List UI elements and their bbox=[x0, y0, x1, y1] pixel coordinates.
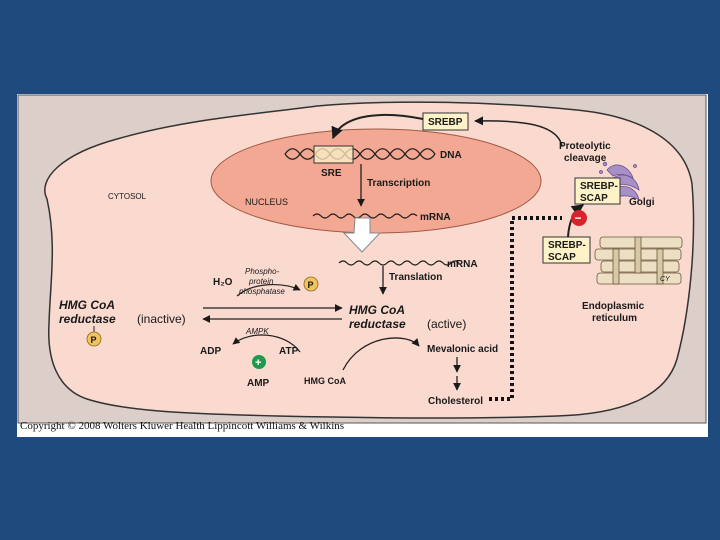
srebp-box-top bbox=[422, 112, 469, 131]
hmg-coa-to-mevalonate-arrow bbox=[342, 337, 420, 371]
srebp-release-arrow bbox=[474, 116, 563, 147]
srebp-scap-golgi-box bbox=[574, 177, 621, 205]
mrna-nucleus-wave bbox=[312, 213, 418, 219]
hmg-inactive-label-1: HMG CoA bbox=[59, 298, 115, 312]
inhibition-badge bbox=[571, 210, 587, 226]
mrna-nucleus-label: mRNA bbox=[420, 212, 451, 223]
phosphate-badge-top bbox=[303, 276, 319, 292]
phosphatase-label-3: phosphatase bbox=[238, 287, 285, 296]
atp-label: ATP bbox=[279, 346, 299, 357]
dna-label: DNA bbox=[440, 150, 462, 161]
nucleus-label: NUCLEUS bbox=[245, 197, 288, 207]
er-label-1: Endoplasmic bbox=[582, 301, 645, 312]
phosphatase-label-1: Phospho- bbox=[245, 267, 280, 276]
golgi-label: Golgi bbox=[629, 197, 655, 208]
cytosol-label: CYTOSOL bbox=[108, 192, 147, 201]
mrna-cytosol-label: mRNA bbox=[447, 259, 478, 270]
sre-box bbox=[313, 145, 354, 164]
ampk-arrow bbox=[232, 334, 301, 353]
srebp-scap-golgi-label-2: SCAP bbox=[580, 193, 608, 204]
plus-sign: + bbox=[255, 357, 261, 369]
srebp-scap-er-box bbox=[542, 236, 591, 264]
activation-badge bbox=[252, 355, 266, 369]
phosphate-badge-left bbox=[86, 331, 102, 347]
ampk-label: AMPK bbox=[245, 327, 269, 336]
srebp-top-label: SREBP bbox=[428, 117, 463, 128]
copyright-notice: Copyright © 2008 Wolters Kluwer Health L… bbox=[20, 420, 345, 432]
export-arrow bbox=[342, 217, 382, 253]
srebp-to-dna-arrow bbox=[331, 114, 424, 140]
srebp-scap-er-label-1: SREBP- bbox=[548, 240, 586, 251]
phosphate-badge-left-label: P bbox=[91, 335, 97, 345]
phosphatase-label-2: protein bbox=[248, 277, 274, 286]
hmg-active-label-2: reductase bbox=[349, 317, 406, 331]
cholesterol-regulation-diagram: DNA SRE Transcription NUCLEUS mRNA CYTOS… bbox=[17, 94, 707, 424]
er-tag: CY bbox=[660, 276, 671, 283]
srebp-scap-golgi-label-1: SREBP- bbox=[580, 181, 618, 192]
hmg-active-label-1: HMG CoA bbox=[349, 303, 405, 317]
hmg-inactive-label-2: reductase bbox=[59, 312, 116, 326]
cholesterol-feedback-line bbox=[489, 216, 562, 401]
amp-label: AMP bbox=[247, 378, 270, 389]
mrna-cytosol-wave bbox=[338, 260, 460, 266]
minus-sign: − bbox=[575, 211, 582, 225]
phosphate-badge-top-label: P bbox=[308, 280, 314, 290]
active-label: (active) bbox=[427, 317, 466, 331]
proteolytic-label-2: cleavage bbox=[564, 153, 607, 164]
inactive-label: (inactive) bbox=[137, 312, 186, 326]
cholesterol-label: Cholesterol bbox=[428, 396, 483, 407]
hmg-coa-label: HMG CoA bbox=[304, 376, 346, 386]
phosphatase-arrow bbox=[236, 283, 301, 297]
dna-strand-2 bbox=[284, 148, 436, 160]
transcription-label: Transcription bbox=[367, 178, 430, 189]
figure-frame: DNA SRE Transcription NUCLEUS mRNA CYTOS… bbox=[17, 94, 708, 437]
adp-label: ADP bbox=[200, 346, 221, 357]
endoplasmic-reticulum-icon bbox=[594, 236, 683, 285]
er-label-2: reticulum bbox=[592, 313, 637, 324]
h2o-label: H₂O bbox=[213, 277, 233, 288]
mevalonic-acid-label: Mevalonic acid bbox=[427, 344, 498, 355]
proteolytic-label-1: Proteolytic bbox=[559, 141, 611, 152]
translation-label: Translation bbox=[389, 272, 442, 283]
sre-label: SRE bbox=[321, 168, 342, 179]
srebp-scap-er-label-2: SCAP bbox=[548, 252, 576, 263]
